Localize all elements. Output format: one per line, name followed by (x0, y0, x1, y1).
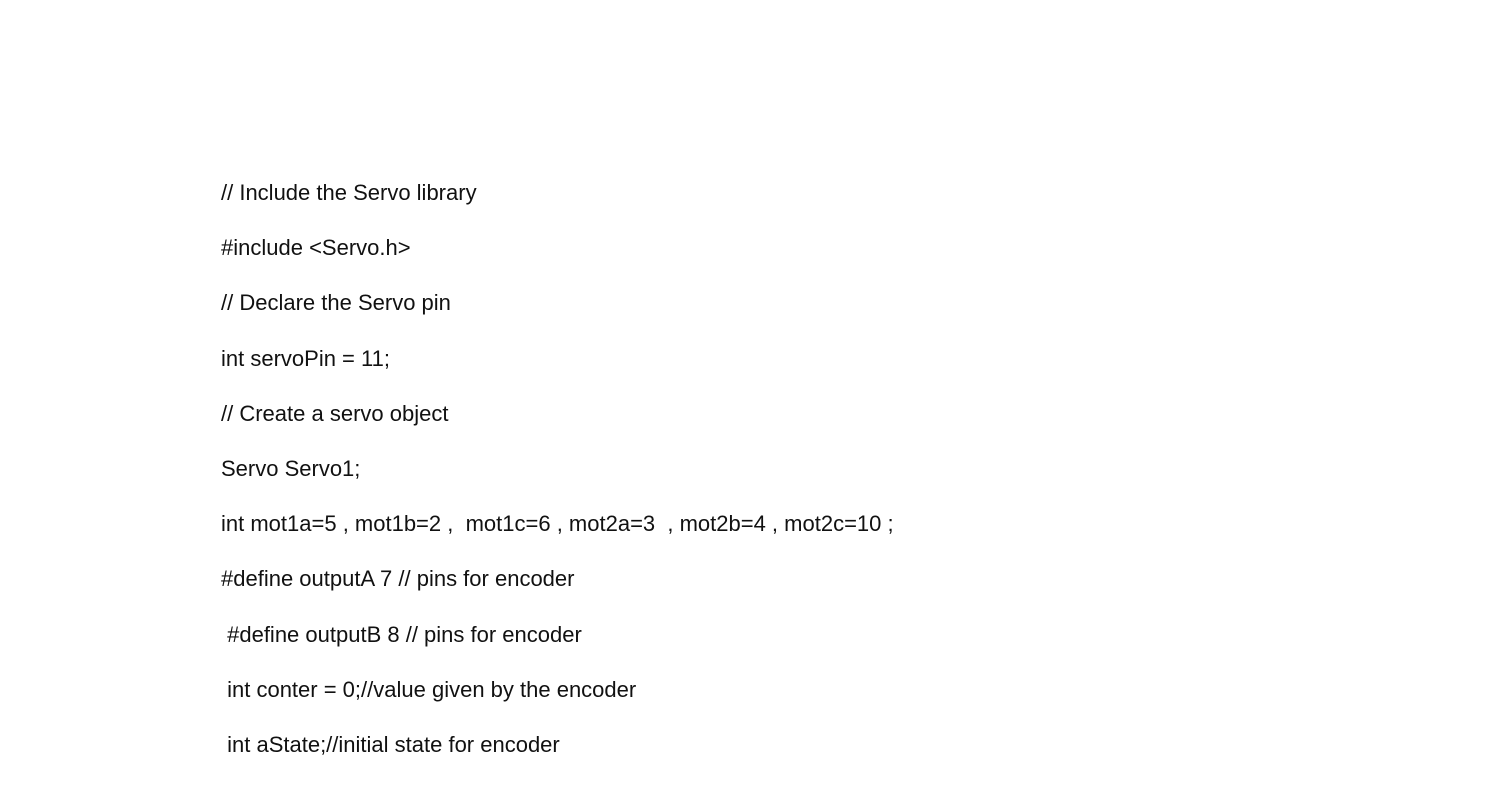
code-line: int conter = 0;//value given by the enco… (221, 676, 637, 702)
code-line: #include <Servo.h> (221, 235, 411, 261)
code-line: Servo Servo1; (221, 455, 361, 481)
code-line: // Include the Servo library (221, 180, 477, 205)
code-line: int mot1a=5 , mot1b=2 , mot1c=6 , mot2a=… (221, 511, 894, 537)
code-line: #define outputB 8 // pins for encoder (221, 621, 582, 647)
code-line: #define outputA 7 // pins for encoder (221, 566, 575, 592)
code-listing: // Include the Servo library #include <S… (221, 176, 894, 783)
code-line: // Create a servo object (221, 400, 449, 426)
code-line: // Declare the Servo pin (221, 290, 451, 316)
code-line: int servoPin = 11; (221, 345, 390, 371)
code-line: int aState;//initial state for encoder (221, 731, 560, 757)
